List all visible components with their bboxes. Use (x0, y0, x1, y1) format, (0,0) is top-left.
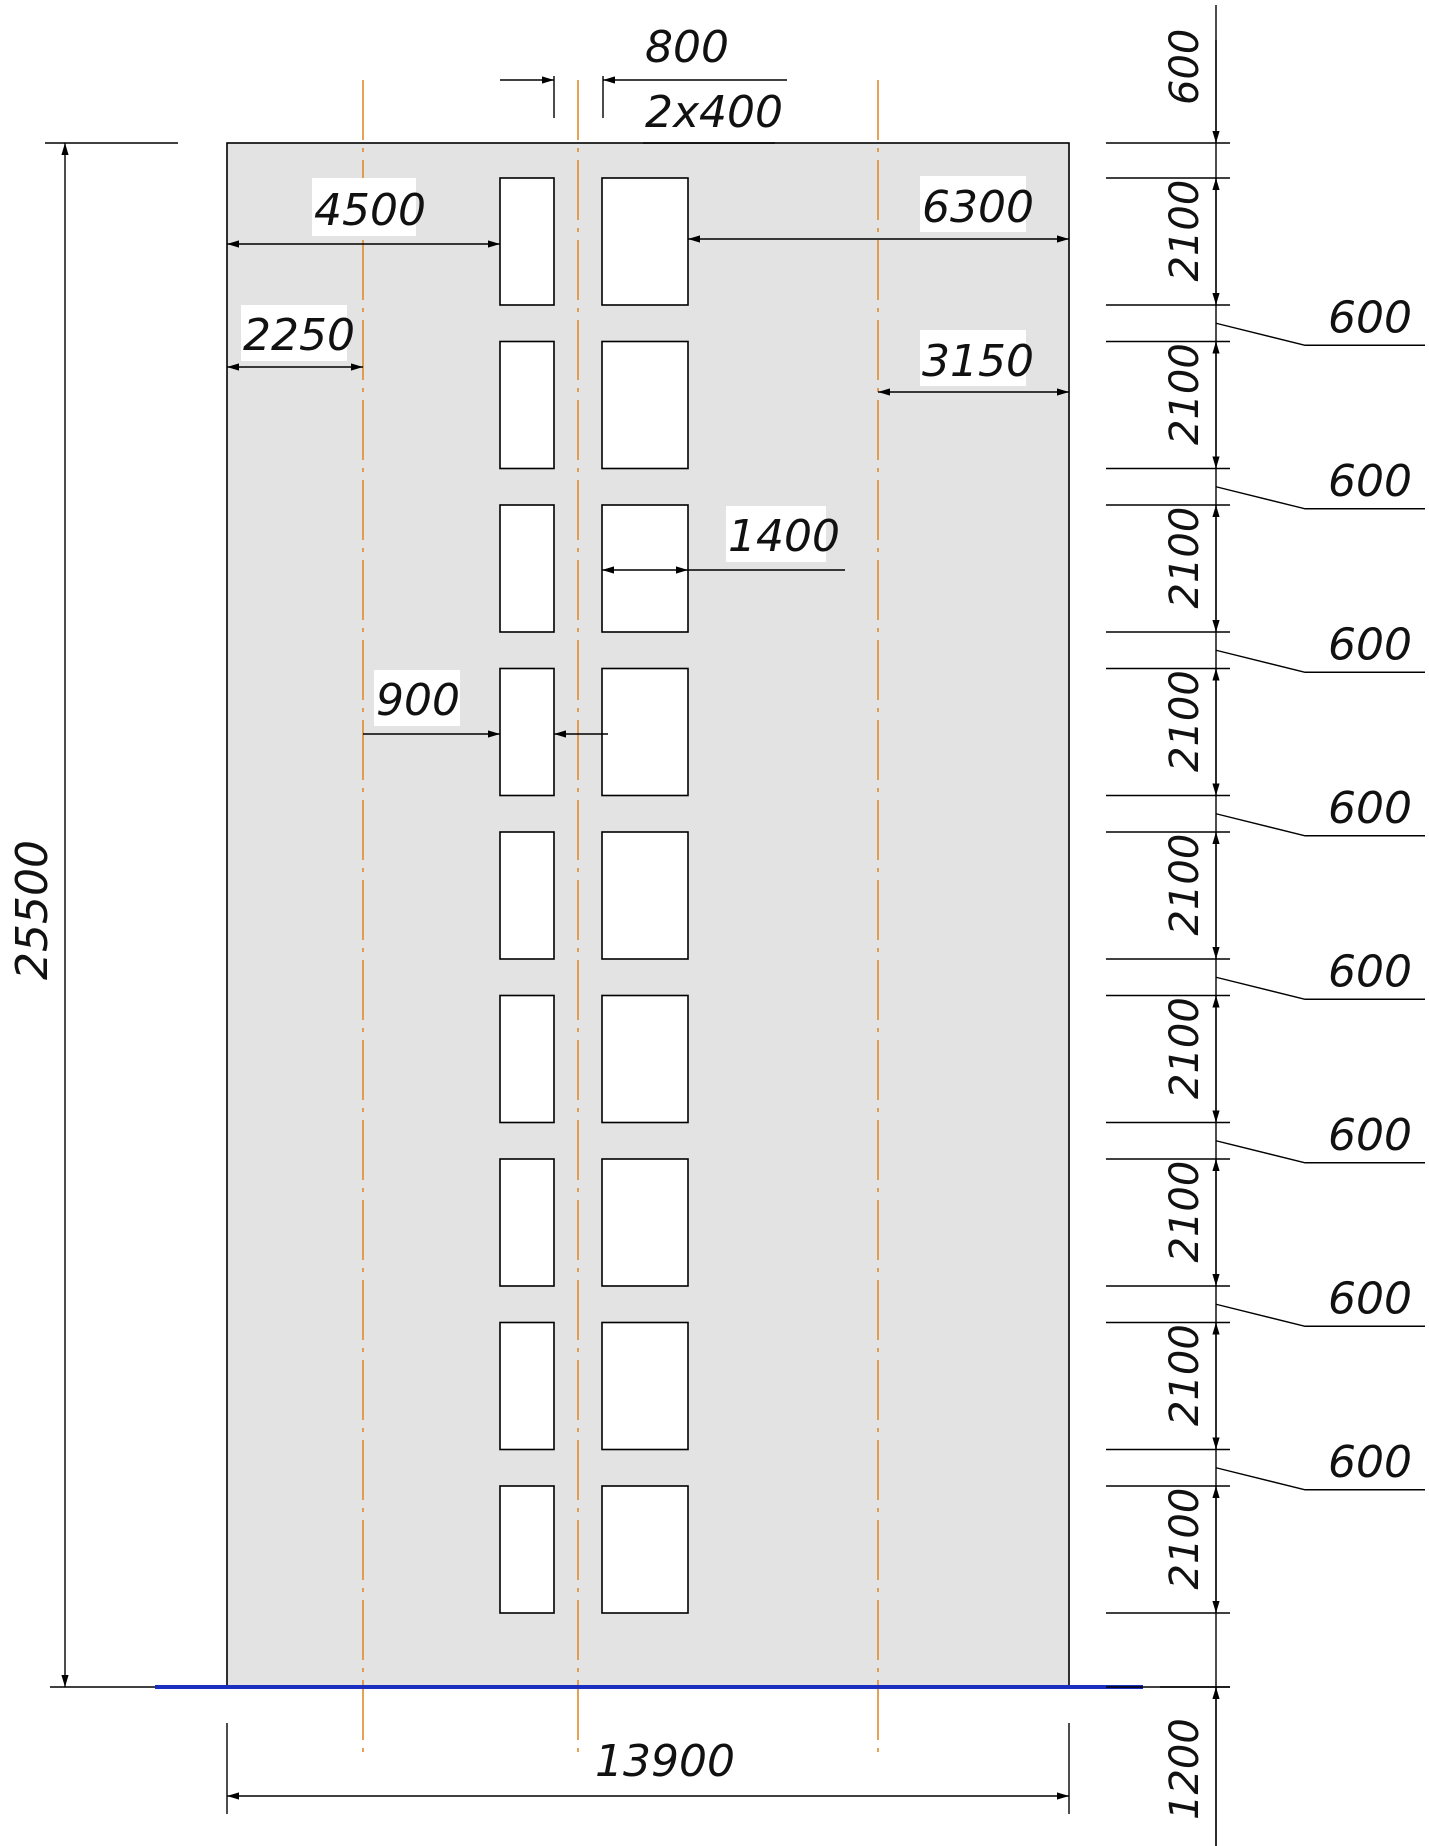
window-narrow (499, 667, 555, 797)
dim-label-window-height: 2100 (1162, 1161, 1208, 1263)
dim-label-pier-height: 600 (1328, 1110, 1412, 1161)
window-wide (601, 1321, 689, 1451)
window-wide (601, 994, 689, 1124)
dim-label-right-to-axis: 3150 (922, 336, 1034, 387)
dim-label-total-width: 13900 (595, 1736, 735, 1787)
window-narrow (499, 177, 555, 306)
vertical-dimension-chain (1106, 40, 1425, 1846)
dim-leader-line (1215, 976, 1425, 1000)
window-narrow (499, 340, 555, 470)
dim-leader-line (1215, 813, 1425, 837)
dim-leader-line (1215, 1140, 1425, 1164)
dim-label-pier-height: 600 (1328, 783, 1412, 834)
window-wide (601, 667, 689, 797)
window-narrow (499, 1485, 555, 1614)
window-wide (601, 1485, 689, 1614)
dim-leader-line (1215, 1467, 1425, 1491)
dim-label-window-gap: 800 (645, 22, 729, 73)
window-narrow (499, 1321, 555, 1451)
dim-label-window-height: 2100 (1162, 834, 1208, 936)
dim-label-pier-height: 600 (1328, 456, 1412, 507)
window-wide (601, 1158, 689, 1287)
dim-leader-line (1215, 1303, 1425, 1327)
dim-label-axis-to-window: 900 (376, 675, 460, 726)
window-wide (601, 831, 689, 960)
dim-label-right-to-windows: 6300 (922, 182, 1034, 233)
dim-label-bottom-height: 1200 (1162, 1718, 1208, 1820)
dim-leader-line (1215, 649, 1425, 673)
dim-label-window-height: 2100 (1162, 1488, 1208, 1590)
dim-label-window-height: 2100 (1162, 670, 1208, 772)
dim-label-window-height: 2100 (1162, 997, 1208, 1099)
dim-label-pier-height: 600 (1328, 292, 1412, 343)
dim-label-pier-height: 600 (1328, 1437, 1412, 1488)
dim-label-total-height: 25500 (7, 840, 58, 980)
dim-label-top-parapet: 600 (1162, 29, 1208, 105)
windows-group (499, 177, 689, 1614)
dim-label-window-height: 2100 (1162, 180, 1208, 282)
dim-label-window-gap-sub: 2x400 (645, 87, 783, 138)
dim-label-window-height: 2100 (1162, 1324, 1208, 1426)
dim-leader-line (1215, 322, 1425, 346)
chain-labels: 2100 600 2100 600 2100 600 2100 600 2100 600 2100 6… (1162, 180, 1412, 1590)
window-narrow (499, 994, 555, 1124)
window-wide (601, 504, 689, 633)
dim-label-left-to-windows: 4500 (314, 185, 426, 236)
window-narrow (499, 1158, 555, 1287)
dim-label-window-width: 1400 (728, 511, 840, 562)
dim-leader-line (1215, 486, 1425, 510)
window-narrow (499, 504, 555, 633)
window-wide (601, 177, 689, 306)
dim-label-pier-height: 600 (1328, 619, 1412, 670)
dim-label-pier-height: 600 (1328, 1273, 1412, 1324)
dim-label-window-height: 2100 (1162, 507, 1208, 609)
dim-label-window-height: 2100 (1162, 343, 1208, 445)
window-wide (601, 340, 689, 470)
dim-label-left-to-axis: 2250 (243, 310, 355, 361)
window-narrow (499, 831, 555, 960)
dim-label-pier-height: 600 (1328, 946, 1412, 997)
